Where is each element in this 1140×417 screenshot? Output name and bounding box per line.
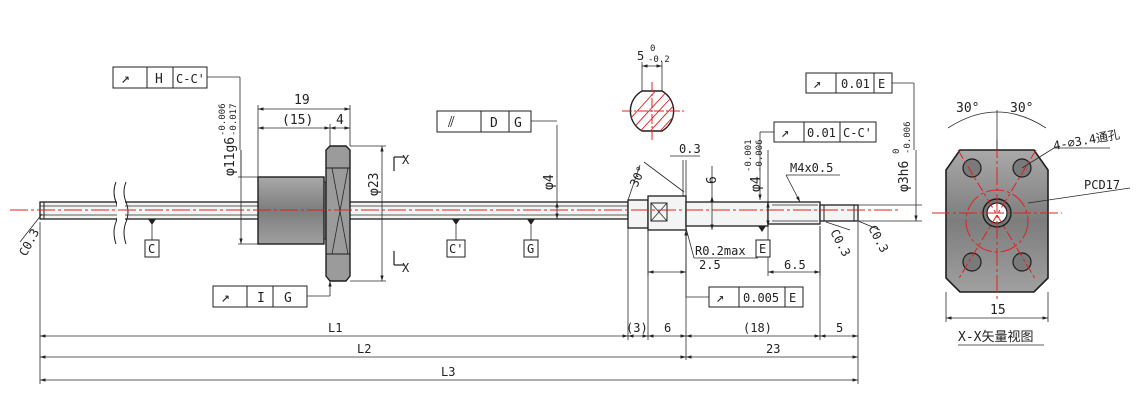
dim-18p: (18) <box>743 321 772 335</box>
dim-phi4-shaft: φ4 <box>542 174 557 190</box>
dim-6: 6 <box>664 321 671 335</box>
frame-tolerance: 0.01 <box>841 77 870 91</box>
frame-runout-i: ↗ I G <box>212 281 332 308</box>
frame-symbol: ↗ <box>716 290 724 306</box>
frame-symbol: ↗ <box>781 125 789 141</box>
dim-phi3-tol-up: 0 <box>892 149 902 154</box>
dim-15: (15) <box>282 113 313 128</box>
frame-datum: E <box>789 291 796 305</box>
frame-datum: C-C' <box>176 72 205 86</box>
dim-phi11-main: φ11g6 <box>223 137 238 176</box>
chamfer-mid: C0.3 <box>827 227 853 259</box>
dim-phi11-tol-up: -0.006 <box>218 103 228 136</box>
datum-g: G <box>527 242 534 256</box>
flat-tol-lo: -0.2 <box>648 55 670 65</box>
dim-2-5: 2.5 <box>699 258 721 272</box>
frame-tolerance: 0.005 <box>743 291 779 305</box>
section-flat: 5 0 -0.2 <box>622 44 684 140</box>
flat-width: 5 <box>637 49 644 63</box>
dim-phi6: 6 <box>705 176 720 184</box>
dim-l1: L1 <box>328 321 342 335</box>
frame-datum: G <box>284 291 292 306</box>
flange-view: 30° 30° 4-⌀3.4通孔 PCD17 15 X-X矢量视图 <box>932 101 1131 346</box>
frame-tolerance: D <box>490 116 498 131</box>
dim-19: 19 <box>294 93 310 108</box>
ball-nut <box>257 145 351 282</box>
chamfer-left: C0.3 <box>16 226 42 258</box>
dim-5: 5 <box>836 321 843 335</box>
dim-0-3: 0.3 <box>679 142 701 156</box>
datum-c-prime: C' <box>449 242 463 256</box>
dim-phi3-main: φ3h6 <box>897 161 912 192</box>
frame-runout-h: ↗ H C-C' <box>112 66 241 150</box>
datum-markers <box>148 219 766 240</box>
dim-3p: (3) <box>626 321 648 335</box>
frame-runout-001-e: ↗ 0.01 E <box>805 72 915 150</box>
flange-holes-label: 4-⌀3.4通孔 <box>1052 127 1121 152</box>
dim-phi23: φ23 <box>367 173 382 196</box>
section-x-bottom: X <box>402 261 410 275</box>
dim-l3: L3 <box>441 365 455 379</box>
flat-tol-up: 0 <box>650 44 655 54</box>
frame-parallel-d: ⫽ D G <box>436 110 557 133</box>
flange-width: 15 <box>990 303 1006 318</box>
frame-tolerance: I <box>257 291 265 306</box>
datum-c: C <box>148 242 155 256</box>
datum-e: E <box>759 242 766 256</box>
dim-r02: R0.2max <box>695 244 746 258</box>
dim-23: 23 <box>766 342 780 356</box>
flange-angle-right: 30° <box>1010 101 1033 116</box>
dim-phi3h6: φ3h6 0 -0.006 <box>892 121 913 192</box>
dim-phi3-tol-lo: -0.006 <box>903 121 913 154</box>
frame-datum: G <box>514 116 522 131</box>
section-x-top: X <box>402 153 410 167</box>
dim-phi4b-tol-up: -0.001 <box>744 139 754 172</box>
flange-angle-left: 30° <box>956 101 979 116</box>
dim-phi4b-tol-lo: -0.006 <box>755 139 765 172</box>
chamfer-right: C0.3 <box>865 223 891 255</box>
frame-datum: C-C' <box>843 126 872 140</box>
frame-tolerance: H <box>155 72 163 87</box>
frame-symbol: ↗ <box>221 288 230 306</box>
frame-tolerance: 0.01 <box>807 126 836 140</box>
flange-view-title: X-X矢量视图 <box>958 330 1033 345</box>
dim-30-shoulder: 30° <box>627 164 649 190</box>
frame-symbol: ↗ <box>813 76 821 92</box>
dim-6-5: 6.5 <box>784 258 806 272</box>
flange-pcd: PCD17 <box>1084 178 1120 192</box>
frame-runout-001-cc: ↗ 0.01 C-C' <box>758 121 877 200</box>
dim-4-flange: 4 <box>336 113 344 128</box>
dim-phi4-bearing: φ4 -0.001 -0.006 <box>744 139 765 192</box>
screw-shaft <box>39 181 859 245</box>
frame-runout-0005-e: ↗ 0.005 E <box>684 230 804 308</box>
dim-phi4b-main: φ4 <box>749 176 764 192</box>
dim-phi11: φ11g6 -0.006 -0.017 <box>218 103 239 176</box>
frame-symbol: ↗ <box>121 69 130 87</box>
dim-l2: L2 <box>357 342 371 356</box>
dim-m4: M4x0.5 <box>790 161 833 175</box>
frame-symbol: ⫽ <box>447 113 455 131</box>
dim-phi11-tol-lo: -0.017 <box>229 103 239 136</box>
frame-datum: E <box>878 77 885 91</box>
